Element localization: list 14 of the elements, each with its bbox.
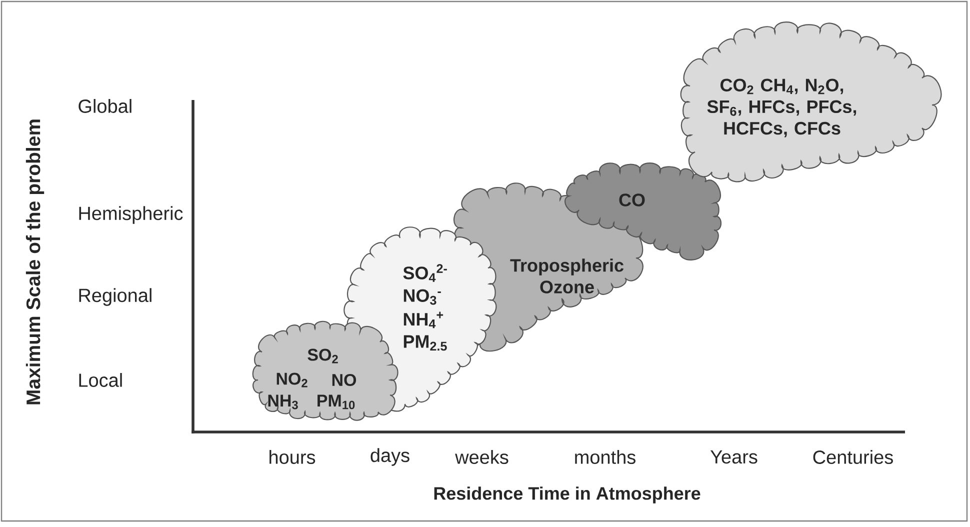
cloud: CO$_{2}$ CH$_{4}$, N$_{2}$O, SF$_{6}$, HFCs, PFCs, HCFCs, CFCs [680, 22, 942, 182]
cloud: SO$_{2}$ NO$_{2}$ NO NH$_{3}$ PM$_{10}$ [252, 320, 398, 421]
axis-label: Years [710, 450, 758, 464]
axis-label: Regional [79, 288, 152, 306]
axis-title: Residence Time in Atmosphere [434, 486, 700, 504]
axis-label: days [370, 448, 410, 466]
axis-label: months [575, 450, 636, 464]
axis-title: Maximum Scale of the problem [26, 120, 44, 404]
axis-label: weeks [455, 450, 508, 464]
axis-label: hours [270, 450, 316, 464]
axis-label: Local [79, 373, 122, 387]
axis-label: Hemispheric [79, 206, 183, 224]
axis-label: Global [78, 99, 132, 113]
axis-label: Centuries [813, 450, 893, 464]
